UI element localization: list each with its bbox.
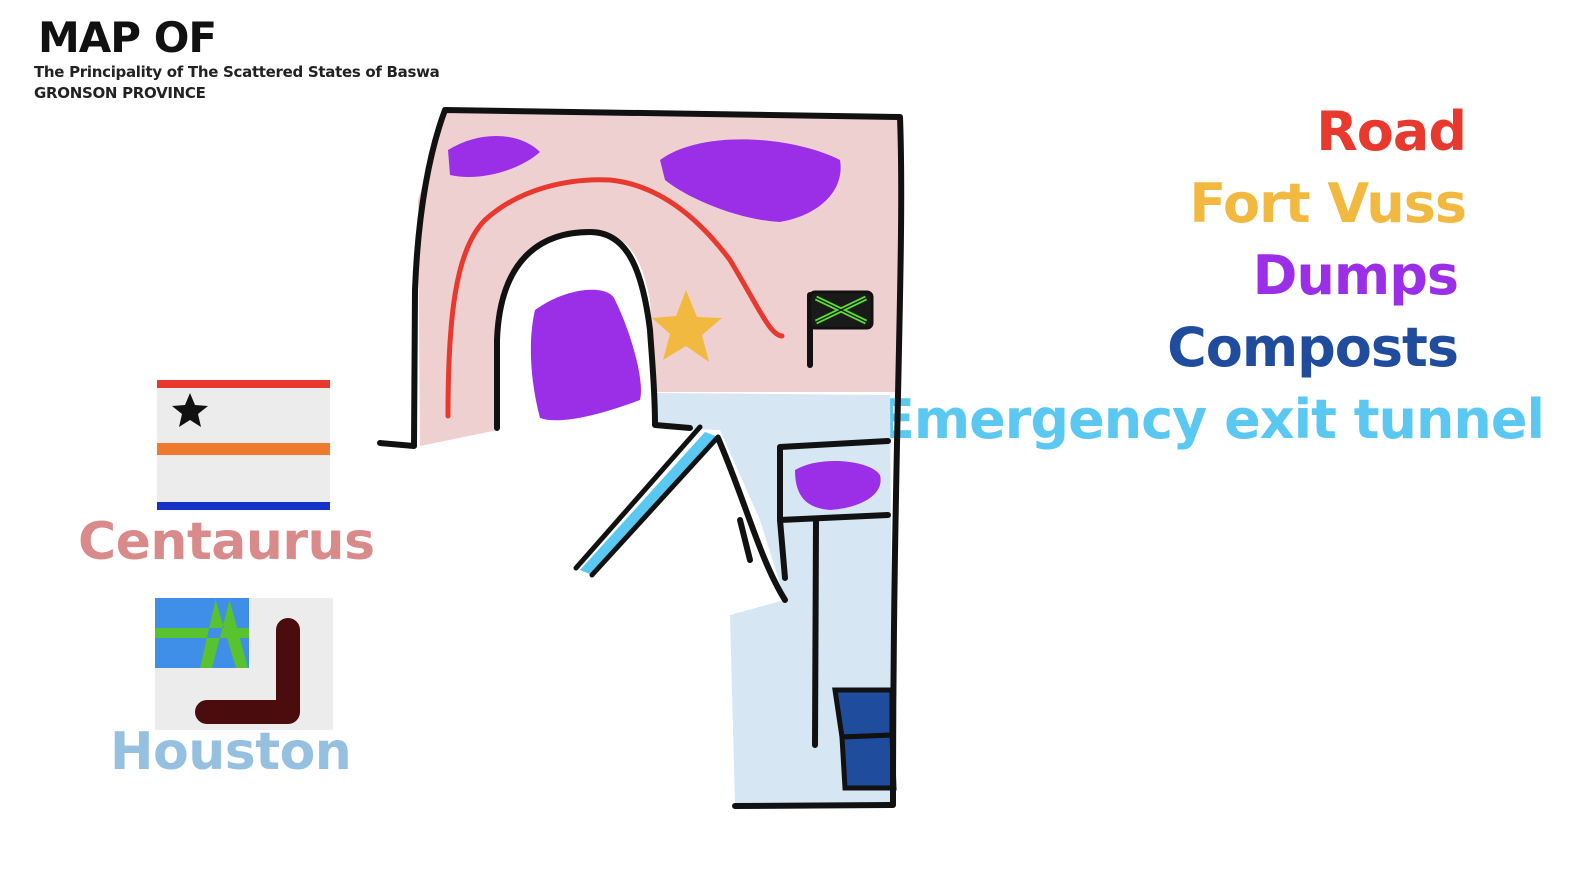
- road-line: [445, 177, 785, 419]
- legend-dumps: Dumps: [1252, 244, 1459, 307]
- inner-arch: [494, 229, 693, 431]
- legend-fort-vuss: Fort Vuss: [1189, 172, 1467, 235]
- dump-scribble: [448, 135, 540, 178]
- compost-box: [832, 687, 895, 740]
- emergency-exit-tunnel: [580, 432, 718, 575]
- outer-boundary: [377, 107, 905, 809]
- houston-flag-cross: [155, 598, 249, 668]
- composts-areas: [832, 687, 897, 791]
- star-icon: [172, 393, 208, 427]
- dump-scribble: [530, 289, 641, 421]
- tunnel-outline: [573, 424, 721, 578]
- centaurus-flag: [157, 380, 330, 510]
- centaurus-flag-stripe-top: [157, 380, 330, 388]
- city-label-centaurus: Centaurus: [78, 512, 375, 572]
- legend-emergency-exit-tunnel: Emergency exit tunnel: [878, 388, 1545, 451]
- central-divider: [812, 517, 819, 748]
- houston-inner-line: [715, 435, 788, 603]
- centaurus-flag-stripe-mid: [157, 443, 330, 455]
- legend-road: Road: [1316, 100, 1467, 163]
- legend-composts: Composts: [1167, 316, 1459, 379]
- city-label-houston: Houston: [110, 722, 352, 782]
- fort-vuss-star: [652, 290, 722, 362]
- centaurus-flag-stripe-bottom: [157, 502, 330, 510]
- map-marker-flag: [808, 290, 874, 330]
- map-subtitle-country: The Principality of The Scattered States…: [34, 63, 440, 81]
- marker-flag-saltire-inner: [815, 297, 867, 323]
- dump-scribble: [660, 139, 841, 222]
- dumps-areas: [448, 135, 881, 510]
- hook-icon: [195, 618, 300, 724]
- dump-scribble: [795, 460, 881, 510]
- region-outlines: [377, 107, 905, 809]
- houston-flag: [155, 598, 333, 730]
- enclosure-post: [777, 517, 788, 581]
- map-heading: MAP OF: [38, 13, 217, 62]
- compost-box: [839, 732, 897, 791]
- map-legend: Road Fort Vuss Dumps Composts Emergency …: [878, 96, 1545, 456]
- houston-inner-line-2: [737, 517, 753, 563]
- map-title-block: MAP OF The Principality of The Scattered…: [34, 14, 440, 104]
- map-subtitle-province: GRONSON PROVINCE: [34, 84, 206, 102]
